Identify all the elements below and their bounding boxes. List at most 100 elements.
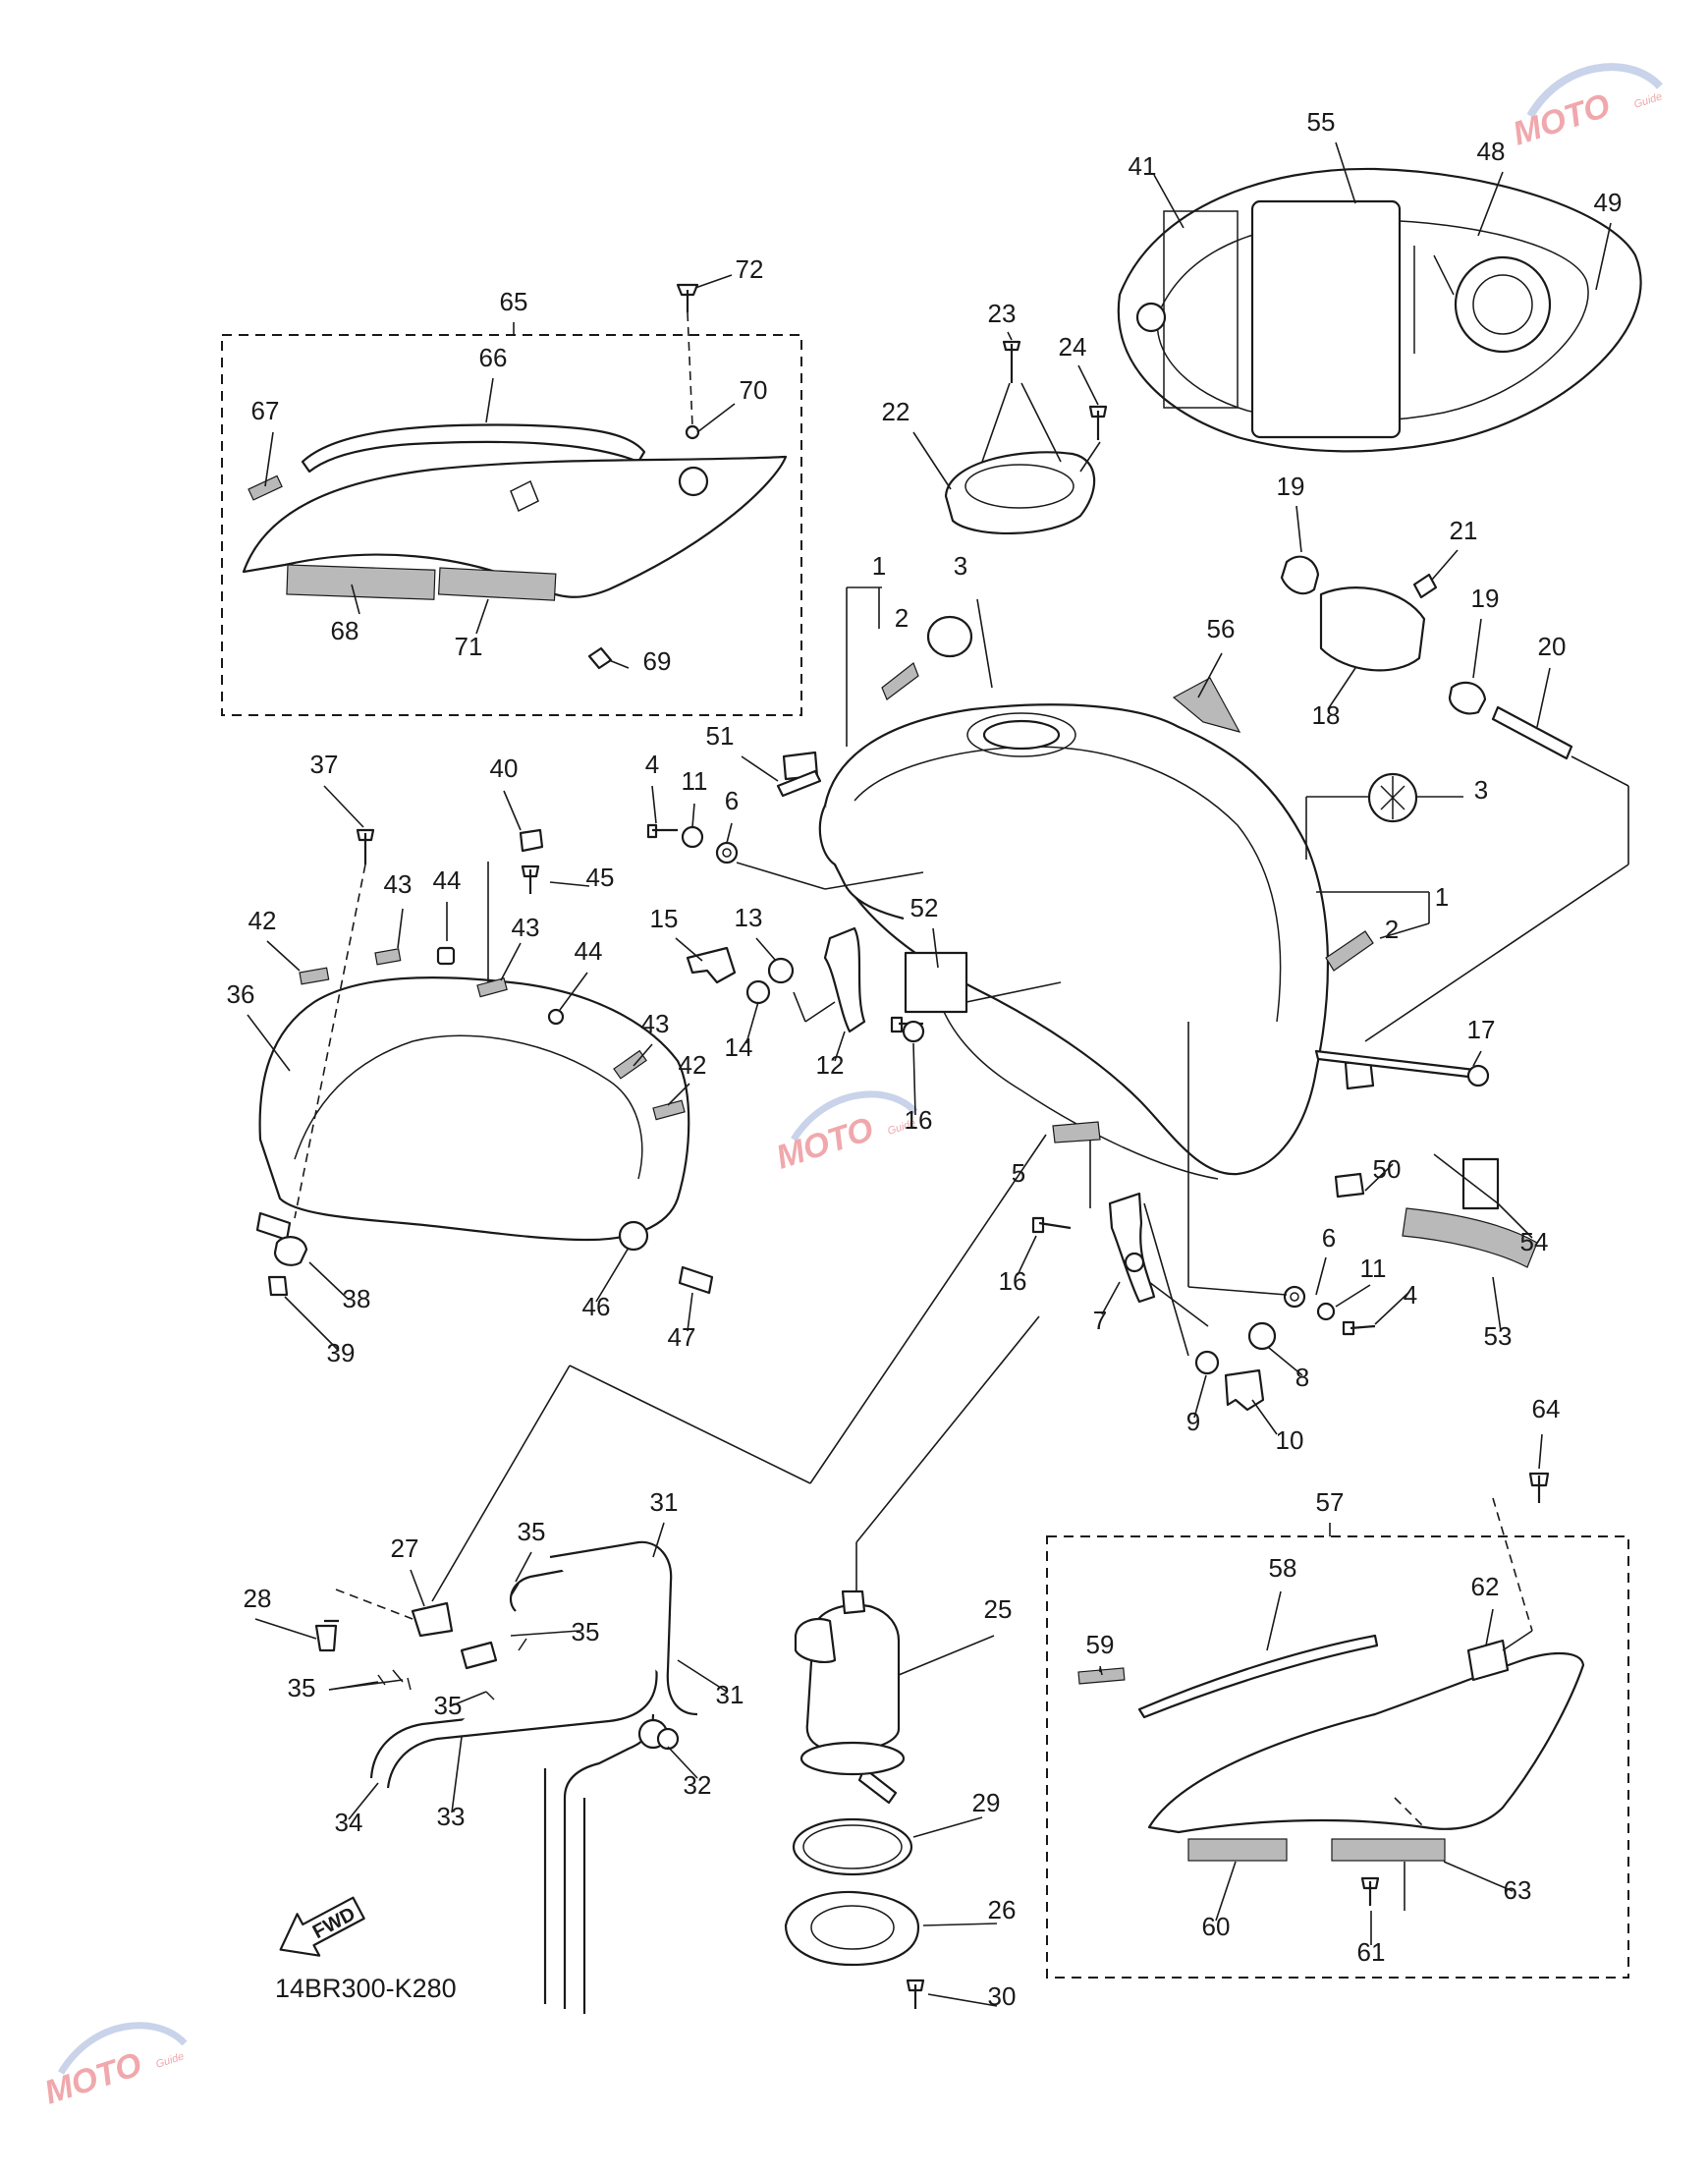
part-label-l29: 29	[972, 1788, 1001, 1817]
part-label-l35c: 35	[288, 1673, 316, 1702]
part-label-l39: 39	[327, 1338, 356, 1367]
part-label-l48: 48	[1477, 137, 1506, 166]
part-label-l34: 34	[335, 1808, 363, 1837]
part-label-l13: 13	[735, 903, 763, 932]
side-cover-65	[242, 274, 788, 670]
part-label-l2b: 2	[1385, 915, 1399, 944]
part-label-l37: 37	[310, 750, 339, 779]
group-box-57	[1046, 1535, 1629, 1979]
part-label-l55: 55	[1307, 107, 1336, 137]
part-label-l22: 22	[882, 397, 910, 426]
part-label-l72: 72	[736, 254, 764, 284]
part-label-l60: 60	[1202, 1912, 1231, 1941]
part-label-l24: 24	[1059, 332, 1087, 362]
part-label-l15: 15	[650, 904, 679, 933]
mount-hardware	[646, 755, 1062, 1116]
watermark-center: MOTO Guide	[772, 1090, 918, 1177]
part-label-l41: 41	[1129, 151, 1157, 181]
watermark-bottom-left: MOTO Guide	[40, 2022, 188, 2112]
part-label-l52: 52	[910, 893, 939, 922]
part-label-l23: 23	[988, 299, 1017, 328]
part-label-l54: 54	[1520, 1227, 1549, 1256]
part-label-l42b: 42	[679, 1050, 707, 1080]
part-label-l68: 68	[331, 616, 359, 645]
breather-assembly	[1280, 505, 1629, 1042]
part-label-l49: 49	[1594, 188, 1623, 217]
part-label-l6a: 6	[725, 786, 739, 815]
part-label-l38: 38	[343, 1284, 371, 1313]
part-label-l45: 45	[586, 863, 615, 892]
front-cover-36	[247, 785, 714, 1352]
part-label-l44b: 44	[575, 936, 603, 966]
part-label-l31a: 31	[650, 1487, 679, 1517]
part-label-l26: 26	[988, 1895, 1017, 1924]
part-label-l61: 61	[1357, 1937, 1386, 1967]
part-label-l35a: 35	[518, 1517, 546, 1546]
part-label-l20: 20	[1538, 632, 1567, 661]
part-label-l36: 36	[227, 979, 255, 1009]
watermark-top-right: MOTO Guide	[1509, 63, 1664, 153]
part-label-l4b: 4	[1404, 1280, 1417, 1310]
part-label-l43b: 43	[512, 913, 540, 942]
part-label-l46: 46	[582, 1292, 611, 1321]
part-label-l35b: 35	[572, 1617, 600, 1646]
part-label-l53: 53	[1484, 1321, 1513, 1351]
svg-text:MOTO: MOTO	[40, 2045, 146, 2111]
part-label-l42a: 42	[248, 906, 277, 935]
part-label-l19a: 19	[1277, 472, 1305, 501]
part-label-l44a: 44	[433, 865, 462, 895]
part-label-l56: 56	[1207, 614, 1236, 643]
part-label-l3a: 3	[954, 551, 967, 581]
part-label-l67: 67	[251, 396, 280, 425]
part-label-l17: 17	[1467, 1015, 1496, 1044]
fuel-cap-assembly	[912, 331, 1108, 535]
svg-text:Guide: Guide	[1632, 90, 1664, 110]
part-label-l1a: 1	[872, 551, 886, 581]
rear-mount-hardware	[1017, 1022, 1533, 1435]
part-label-l12: 12	[816, 1050, 845, 1080]
part-label-l43c: 43	[641, 1009, 670, 1038]
part-label-l30: 30	[988, 1981, 1017, 2011]
fuel-pump-assembly	[784, 1315, 1040, 2009]
part-label-l33: 33	[437, 1802, 466, 1831]
svg-text:MOTO: MOTO	[772, 1110, 878, 1176]
part-label-l3b: 3	[1474, 775, 1488, 805]
part-label-l59: 59	[1086, 1630, 1115, 1659]
part-label-l50: 50	[1373, 1154, 1402, 1184]
part-number-labels: 1232223244155484919211920185631265726667…	[227, 107, 1623, 2011]
part-label-l1b: 1	[1435, 882, 1449, 912]
part-label-l19b: 19	[1471, 584, 1500, 613]
part-label-l47: 47	[668, 1322, 696, 1352]
part-label-l57: 57	[1316, 1487, 1345, 1517]
part-label-l11a: 11	[682, 766, 708, 796]
part-label-l69: 69	[643, 646, 672, 676]
svg-text:MOTO: MOTO	[1509, 86, 1615, 152]
part-label-l51: 51	[706, 721, 735, 751]
side-cover-57	[1077, 1433, 1585, 1945]
part-label-l65: 65	[500, 287, 528, 316]
part-label-l14: 14	[725, 1032, 753, 1062]
part-label-l35d: 35	[434, 1691, 463, 1720]
part-label-l58: 58	[1269, 1553, 1297, 1583]
fuel-pipe-assembly	[254, 1134, 1047, 2014]
part-label-l25: 25	[984, 1594, 1013, 1624]
part-label-l43a: 43	[384, 869, 413, 899]
tank-bottom-view	[1117, 141, 1642, 453]
part-label-l7: 7	[1093, 1306, 1107, 1335]
part-label-l40: 40	[490, 753, 519, 783]
part-label-l16b: 16	[999, 1266, 1027, 1296]
part-label-l63: 63	[1504, 1875, 1532, 1905]
part-label-l27: 27	[391, 1534, 419, 1563]
diagram-code: 14BR300-K280	[275, 1974, 457, 2003]
part-label-l5: 5	[1012, 1158, 1025, 1188]
fwd-arrow: FWD	[279, 1896, 365, 1957]
part-label-l70: 70	[740, 375, 768, 405]
group-box-65	[221, 334, 802, 716]
part-label-l66: 66	[479, 343, 508, 372]
part-label-l21: 21	[1450, 516, 1478, 545]
part-label-l11b: 11	[1360, 1254, 1387, 1283]
part-label-l6b: 6	[1322, 1223, 1336, 1253]
part-label-l64: 64	[1532, 1394, 1561, 1423]
part-label-l28: 28	[244, 1584, 272, 1613]
